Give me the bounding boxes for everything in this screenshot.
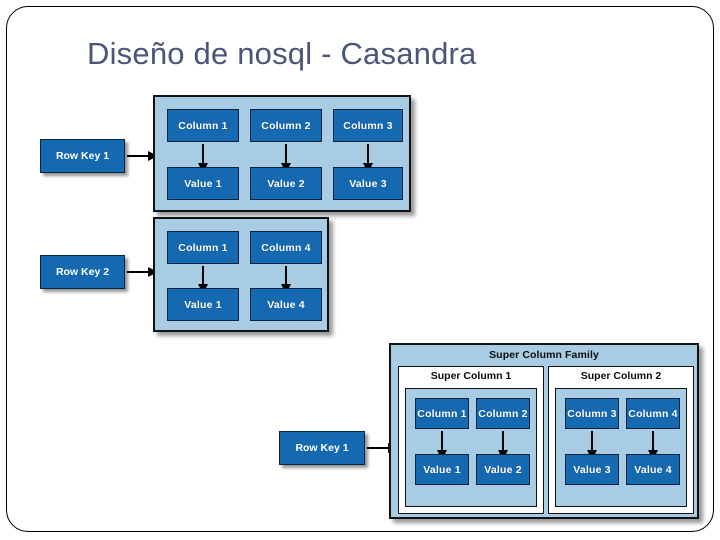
row-key-2-label: Row Key 2 [55, 266, 110, 278]
sc2-value-3: Value 3 [565, 454, 619, 485]
sc2-column-3-label: Column 3 [567, 407, 617, 420]
row2-value-1-label: Value 1 [184, 298, 222, 311]
row1-column-2-label: Column 2 [261, 119, 311, 132]
sc2-value-4: Value 4 [626, 454, 680, 485]
sc1-column-1-label: Column 1 [417, 407, 467, 420]
arrow-row1-col1-to-val1 [198, 144, 208, 173]
row1-value-1-label: Value 1 [184, 177, 222, 190]
row-key-3-label: Row Key 1 [295, 442, 349, 454]
super-column-2-panel: Super Column 2 Column 3 Column 4 Value 3… [548, 366, 694, 514]
row1-value-2-label: Value 2 [267, 177, 305, 190]
row-key-2-box: Row Key 2 [40, 255, 125, 289]
slide-frame: Diseño de nosql - Casandra Row Key 1 Col… [6, 6, 714, 532]
page-title: Diseño de nosql - Casandra [87, 36, 477, 71]
sc2-column-4: Column 4 [626, 398, 680, 429]
sc1-value-2: Value 2 [476, 454, 530, 485]
row-1-panel: Column 1 Column 2 Column 3 Value 1 Value… [153, 95, 411, 212]
row-key-1-label: Row Key 1 [55, 150, 110, 162]
row2-column-4-label: Column 4 [261, 241, 311, 254]
row1-column-1-label: Column 1 [178, 119, 228, 132]
super-column-1-inner: Column 1 Column 2 Value 1 Value 2 [405, 388, 537, 507]
arrow-rowkey3-to-scf [367, 443, 398, 453]
super-column-family-title: Super Column Family [489, 349, 599, 361]
sc1-column-2-label: Column 2 [478, 407, 528, 420]
row1-column-1: Column 1 [167, 109, 239, 142]
row2-value-4: Value 4 [250, 288, 322, 321]
sc1-value-2-label: Value 2 [484, 463, 522, 476]
row-key-3-box: Row Key 1 [279, 431, 365, 465]
sc1-column-1: Column 1 [415, 398, 469, 429]
sc2-value-4-label: Value 4 [634, 463, 672, 476]
sc1-column-2: Column 2 [476, 398, 530, 429]
arrow-row1-col2-to-val2 [281, 144, 291, 173]
arrow-sc2-col4-to-val4 [648, 431, 658, 460]
super-column-2-title: Super Column 2 [580, 370, 662, 382]
arrow-row1-col3-to-val3 [363, 144, 373, 173]
sc2-column-4-label: Column 4 [628, 407, 678, 420]
super-column-1-panel: Super Column 1 Column 1 Column 2 Value 1… [398, 366, 544, 514]
sc1-value-1-label: Value 1 [423, 463, 461, 476]
row-key-1-box: Row Key 1 [40, 139, 125, 173]
row2-value-1: Value 1 [167, 288, 239, 321]
super-column-2-inner: Column 3 Column 4 Value 3 Value 4 [555, 388, 687, 507]
row1-value-2: Value 2 [250, 167, 322, 200]
super-column-1-title: Super Column 1 [430, 370, 512, 382]
row1-value-1: Value 1 [167, 167, 239, 200]
row1-value-3-label: Value 3 [349, 177, 387, 190]
arrow-row2-col1-to-val1 [198, 266, 208, 294]
arrow-rowkey1-to-row1 [127, 151, 158, 161]
arrow-row2-col4-to-val4 [281, 266, 291, 294]
arrow-sc1-col2-to-val2 [498, 431, 508, 460]
arrow-rowkey2-to-row2 [127, 267, 158, 277]
sc2-value-3-label: Value 3 [573, 463, 611, 476]
row2-value-4-label: Value 4 [267, 298, 305, 311]
row1-column-3: Column 3 [333, 109, 403, 142]
arrow-sc1-col1-to-val1 [437, 431, 447, 460]
arrow-sc2-col3-to-val3 [587, 431, 597, 460]
row2-column-1-label: Column 1 [178, 241, 228, 254]
sc1-value-1: Value 1 [415, 454, 469, 485]
row2-column-4: Column 4 [250, 231, 322, 264]
row-2-panel: Column 1 Column 4 Value 1 Value 4 [153, 217, 329, 332]
row2-column-1: Column 1 [167, 231, 239, 264]
row1-value-3: Value 3 [333, 167, 403, 200]
super-column-family-panel: Super Column Family Super Column 1 Colum… [389, 343, 699, 519]
sc2-column-3: Column 3 [565, 398, 619, 429]
row1-column-3-label: Column 3 [343, 119, 393, 132]
row1-column-2: Column 2 [250, 109, 322, 142]
